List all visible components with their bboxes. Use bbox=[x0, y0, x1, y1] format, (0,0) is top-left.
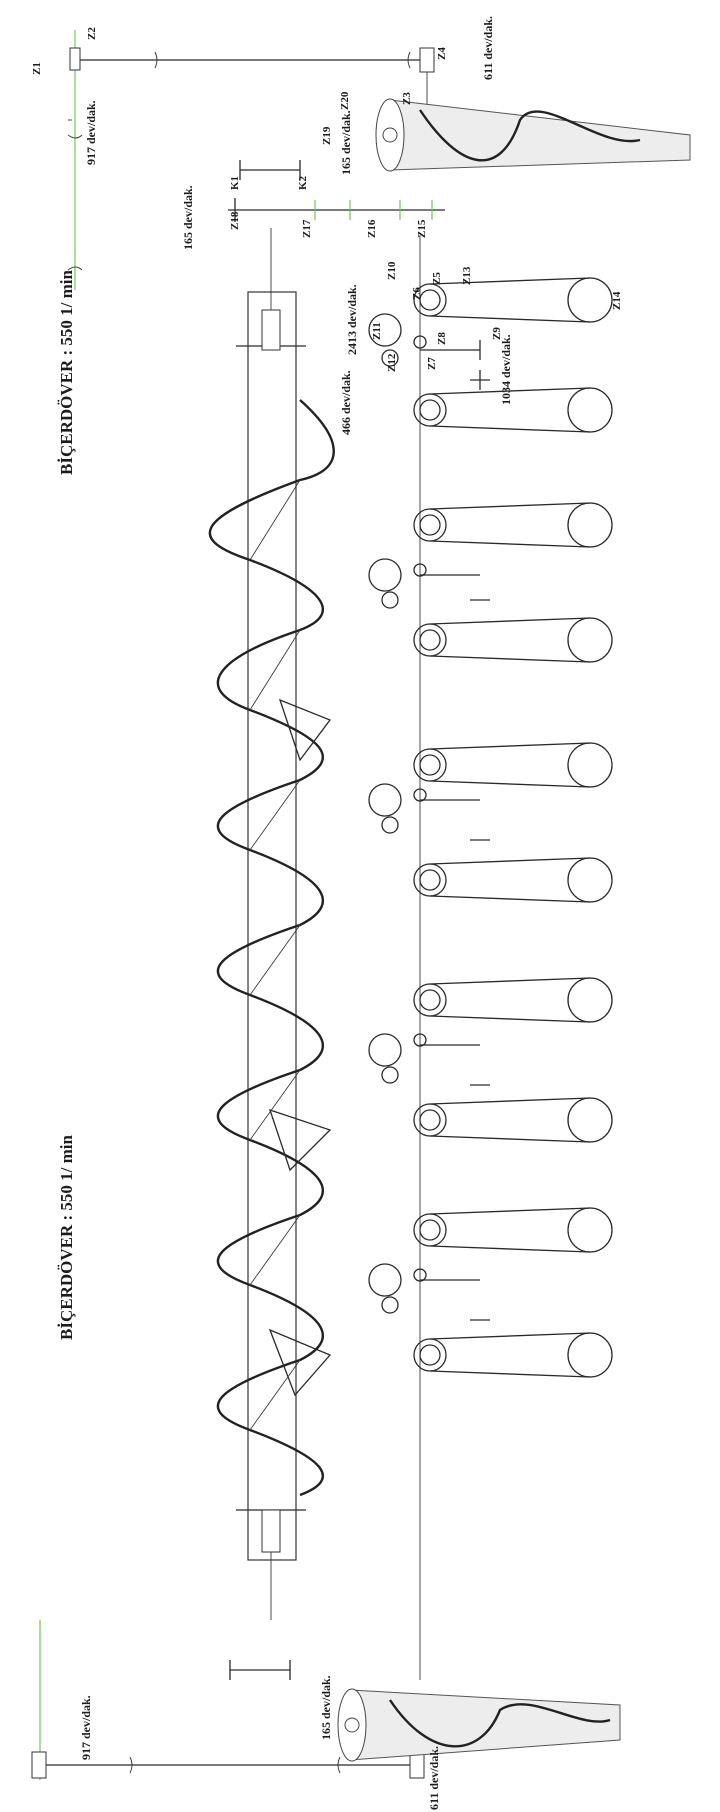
gear-label: Z10 bbox=[386, 261, 398, 280]
speed-1034: 1034 dev/dak. bbox=[499, 334, 513, 405]
gear-label: Z5 bbox=[431, 272, 443, 285]
drive-module bbox=[368, 235, 613, 1680]
gear-label: Z4 bbox=[436, 47, 448, 60]
gear-label: Z6 bbox=[411, 287, 423, 300]
gear-label: Z1 bbox=[31, 62, 43, 75]
upper-reel-cone bbox=[375, 98, 691, 172]
speed-917-top: 917 dev/dak. bbox=[84, 100, 98, 165]
title-bottom: BİÇERDÖVER : 550 1/ min bbox=[57, 1134, 76, 1340]
speed-2413: 2413 dev/dak. bbox=[345, 284, 359, 355]
gear-label: Z15 bbox=[416, 219, 428, 238]
gear-label: K1 bbox=[229, 176, 241, 190]
gear-label: Z19 bbox=[321, 126, 333, 145]
gear-label: Z12 bbox=[386, 353, 398, 372]
gear-label: Z11 bbox=[371, 322, 383, 340]
gear-label: Z14 bbox=[611, 291, 623, 310]
gear-label: Z7 bbox=[426, 357, 438, 370]
speed-165-b: 165 dev/dak. bbox=[339, 110, 353, 175]
upper-drive-line bbox=[67, 30, 435, 290]
upper-cross-shaft bbox=[228, 160, 445, 222]
speed-165-a: 165 dev/dak. bbox=[181, 185, 195, 250]
speed-611-top: 611 dev/dak. bbox=[481, 16, 495, 80]
speed-165-c: 165 dev/dak. bbox=[319, 1675, 333, 1740]
gear-label: Z20 bbox=[339, 91, 351, 110]
gear-label: Z3 bbox=[401, 92, 413, 105]
gear-label: Z13 bbox=[461, 266, 473, 285]
gear-label: K2 bbox=[297, 175, 309, 190]
auger-shaft bbox=[236, 228, 306, 1620]
gear-label: Z16 bbox=[366, 219, 378, 238]
gear-label: Z2 bbox=[86, 27, 98, 40]
gear-label: Z18 bbox=[229, 211, 241, 230]
labels: BİÇERDÖVER : 550 1/ min BİÇERDÖVER : 550… bbox=[31, 16, 623, 1810]
auger-helix bbox=[208, 399, 335, 1497]
title-top: BİÇERDÖVER : 550 1/ min bbox=[57, 269, 76, 475]
lower-drive-line bbox=[31, 1620, 425, 1780]
speed-611-bottom: 611 dev/dak. bbox=[427, 1746, 441, 1810]
lower-reel-cone bbox=[337, 1688, 621, 1762]
speed-917-bottom: 917 dev/dak. bbox=[79, 1695, 93, 1760]
gear-label: Z17 bbox=[301, 219, 313, 238]
gear-label: Z9 bbox=[491, 327, 503, 340]
gear-label: Z8 bbox=[436, 332, 448, 345]
speed-466: 466 dev/dak. bbox=[339, 370, 353, 435]
